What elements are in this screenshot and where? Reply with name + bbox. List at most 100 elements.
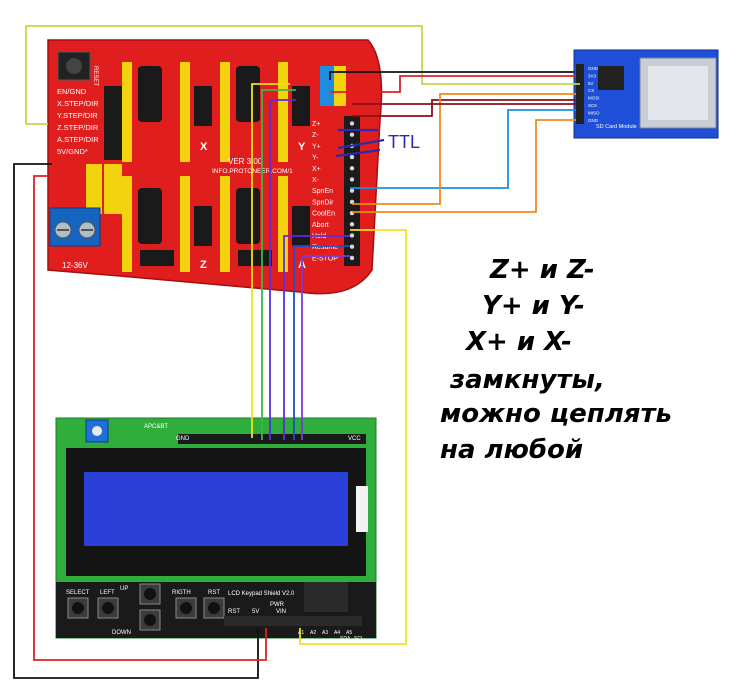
- cnc-right-pin-label: SpnEn: [312, 188, 333, 195]
- lcd-top-label: VCC: [348, 436, 361, 442]
- lcd-button[interactable]: [139, 609, 161, 631]
- lcd-analog-pin-label: A3: [322, 630, 328, 636]
- lcd-analog-pin-label: A1: [298, 630, 304, 636]
- lcd-button-label: LEFT: [100, 590, 115, 596]
- cnc-right-pin: [349, 177, 355, 182]
- wires: [13, 25, 580, 679]
- sd-pin-label: SCK: [588, 103, 597, 108]
- wire-black-lcd: [13, 163, 259, 679]
- wire-orange-sd-2: [352, 119, 576, 213]
- note-line: замкнуты,: [449, 365, 605, 395]
- power-voltage-label: 12-36V: [62, 261, 88, 270]
- wire-black-sd: [329, 71, 574, 80]
- lcd-button-label: RST: [208, 590, 220, 596]
- wire-blue-lcd: [293, 245, 350, 440]
- cnc-left-pin-label: Y.STEP/DIR: [57, 111, 98, 120]
- axis-label: X: [200, 141, 208, 153]
- cnc-right-pin-label: Abort: [312, 222, 329, 229]
- note-line: Y+ и Y-: [482, 291, 585, 321]
- cnc-right-pin: [349, 132, 355, 137]
- note-line: Z+ и Z-: [489, 255, 595, 285]
- lcd-button[interactable]: [139, 583, 161, 605]
- cnc-version: VER 3.00: [228, 157, 263, 166]
- sd-pin-label: GND: [588, 66, 599, 71]
- lcd-top-label: GND: [176, 436, 190, 442]
- note-line: X+ и X-: [464, 327, 572, 357]
- wire-purple-lcd: [269, 99, 296, 440]
- lcd-pwr-label: PWR: [270, 602, 285, 608]
- cnc-right-pin-label: Y-: [312, 155, 319, 162]
- lcd-button[interactable]: [97, 597, 119, 619]
- cnc-right-pin-label: Y+: [312, 143, 321, 150]
- ttl-label: TTL: [388, 132, 420, 152]
- note-text: Z+ и Z- Y+ и Y- X+ и X- замкнуты, можно …: [440, 255, 672, 465]
- cnc-shield-title: CNC SHIELD: [134, 281, 202, 298]
- sd-pin-header: [576, 64, 584, 124]
- wire-yellow-lcd: [299, 229, 407, 645]
- cnc-left-header: [86, 86, 122, 214]
- lcd-button[interactable]: [175, 597, 197, 619]
- lcd-button[interactable]: [67, 597, 89, 619]
- lcd-bus-label: SDA: [340, 636, 351, 642]
- cnc-right-pin: [349, 121, 355, 126]
- cnc-right-pin: [349, 244, 355, 249]
- wire-yellow-lcd-2: [251, 83, 290, 438]
- cnc-right-pin-label: SpnDir: [312, 199, 334, 206]
- axis-label: Z: [200, 259, 207, 271]
- cnc-right-pin: [349, 154, 355, 160]
- lcd-button-label: RIGTH: [172, 590, 191, 596]
- lcd-icsp-header: [304, 582, 348, 612]
- lcd-analog-header: [296, 616, 362, 626]
- wire-red-lcd: [33, 175, 267, 661]
- wire-purple-lcd-3: [301, 255, 350, 440]
- wire-dark-red-sd: [352, 99, 576, 117]
- lcd-button-label: DOWN: [112, 630, 131, 636]
- cnc-right-header-top: [320, 66, 346, 106]
- cnc-left-pin-label: 5V/GND*: [57, 147, 88, 156]
- cnc-right-pin: [349, 199, 355, 205]
- cnc-right-pin: [349, 255, 355, 261]
- sd-pin-label: 3V3: [588, 73, 597, 78]
- cnc-right-pin: [349, 166, 355, 171]
- sd-pin-label: CS: [588, 88, 594, 93]
- driver-sockets: [122, 62, 288, 272]
- cnc-right-pin-label: X-: [312, 177, 320, 184]
- lcd-button[interactable]: [203, 597, 225, 619]
- cnc-left-pin-label: Z.STEP/DIR: [57, 123, 99, 132]
- sd-pin-label: 5V: [588, 81, 594, 86]
- capacitors: [138, 66, 260, 244]
- cnc-right-pin-label: Z-: [312, 132, 319, 139]
- cnc-right-pin-label: E-STOP: [312, 255, 338, 262]
- cnc-right-pin: [349, 233, 355, 238]
- axis-label: Y: [298, 141, 306, 153]
- wire-green-lcd: [261, 89, 296, 440]
- cnc-left-pin-label: X.STEP/DIR: [57, 99, 99, 108]
- wire-purple-lcd-2: [283, 235, 350, 440]
- wire-blue-sd: [350, 109, 576, 189]
- wire-orange-sd: [352, 93, 576, 205]
- power-terminal: [49, 207, 101, 247]
- lcd-shield-title: LCD Keypad Shield V2.0: [228, 591, 295, 597]
- lcd-top-header: [178, 434, 366, 444]
- lcd-display-screen: [84, 472, 348, 546]
- lcd-analog-pin-label: A2: [310, 630, 316, 636]
- cnc-right-pin-label: CoolEn: [312, 211, 335, 218]
- wire-red-sd: [330, 75, 576, 93]
- note-line: на любой: [440, 435, 583, 465]
- lcd-power-pin-label: RST: [228, 609, 240, 615]
- cnc-right-pin-label: Resume: [312, 244, 338, 251]
- sd-module-label: SD Card Module: [596, 124, 637, 130]
- cnc-right-pin-label: Z+: [312, 121, 320, 128]
- cnc-left-pin-label: A.STEP/DIR: [57, 135, 99, 144]
- cnc-right-pin: [349, 188, 355, 193]
- lcd-analog-pin-label: A4: [334, 630, 340, 636]
- sd-pin-label: MOSI: [588, 96, 600, 101]
- cnc-shield-board: RESET EN/GND X.STEP/DIR Y.STEP/DIR Z.STE…: [47, 39, 383, 298]
- lcd-power-pin-label: 5V: [252, 609, 259, 615]
- lcd-power-pin-label: VIN: [276, 609, 286, 615]
- wire-yellow-green: [25, 25, 580, 125]
- cnc-left-pin-label: EN/GND: [57, 87, 87, 96]
